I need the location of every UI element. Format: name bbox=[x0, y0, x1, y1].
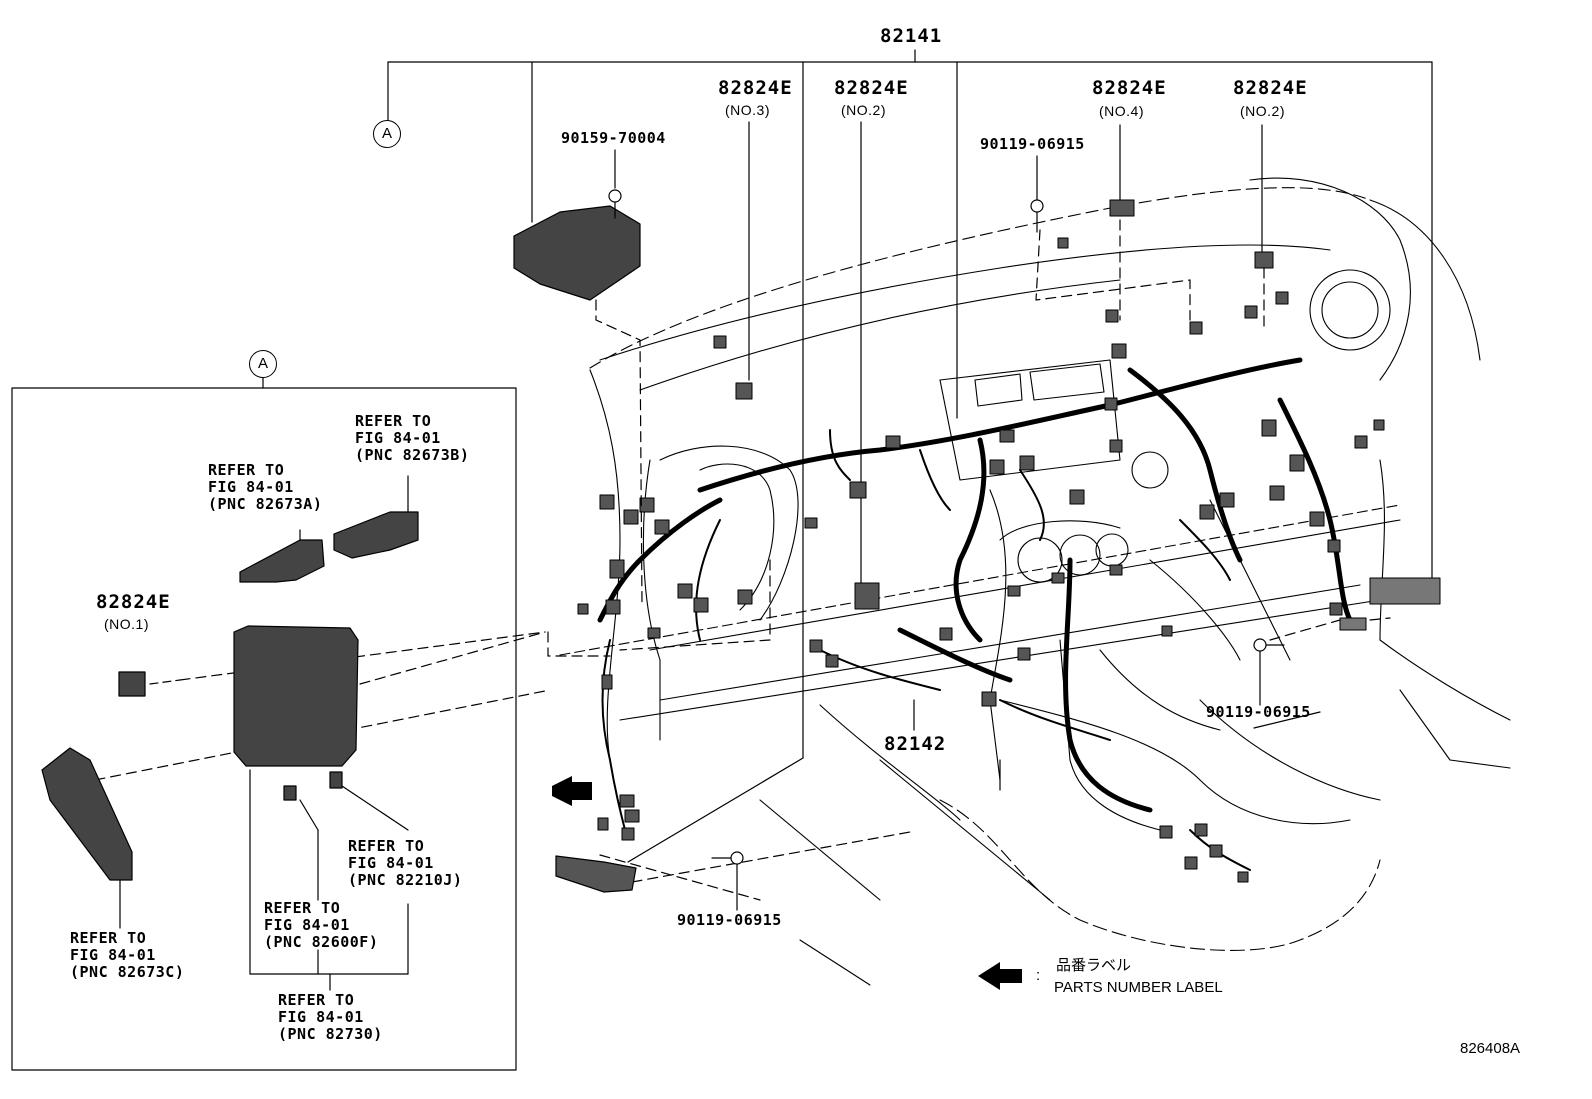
bolt-top-icon bbox=[608, 189, 622, 219]
bolt-right-label: 90119-06915 bbox=[1206, 703, 1311, 721]
bolt-center-icon bbox=[1030, 199, 1044, 233]
refer-note-82673b: REFER TO FIG 84-01 (PNC 82673B) bbox=[355, 413, 469, 464]
clip-no2a-label: 82824E bbox=[834, 77, 909, 99]
refer-line: (PNC 82600F) bbox=[264, 933, 379, 951]
legend-en: PARTS NUMBER LABEL bbox=[1054, 979, 1223, 996]
clip-no3-label: 82824E bbox=[718, 77, 793, 99]
inset-box-a bbox=[11, 375, 517, 1071]
refer-note-82673c: REFER TO FIG 84-01 (PNC 82673C) bbox=[70, 930, 184, 981]
legend-colon: : bbox=[1036, 967, 1041, 984]
clip-no1-label: 82824E bbox=[96, 591, 171, 613]
clip-no1-sub: (NO.1) bbox=[104, 616, 149, 632]
figure-code: 826408A bbox=[1460, 1040, 1521, 1057]
refer-line: (PNC 82673B) bbox=[355, 446, 470, 464]
refer-line: (PNC 82673C) bbox=[70, 963, 185, 981]
sub-harness-82142: 82142 bbox=[884, 733, 947, 755]
legend-jp: 品番ラベル bbox=[1056, 957, 1132, 974]
marker-a-inset: A bbox=[249, 350, 277, 378]
refer-note-82600f: REFER TO FIG 84-01 (PNC 82600F) bbox=[264, 900, 378, 951]
inset-parts bbox=[41, 511, 419, 881]
bolt-center-label: 90119-06915 bbox=[980, 135, 1085, 153]
leader-lines-bottom bbox=[999, 711, 1321, 791]
refer-line: FIG 84-01 bbox=[70, 946, 156, 964]
refer-line: REFER TO bbox=[264, 899, 341, 917]
bolt-bottom-icon bbox=[711, 851, 744, 865]
clip-no4-sub: (NO.4) bbox=[1099, 103, 1144, 119]
refer-line: FIG 84-01 bbox=[348, 854, 434, 872]
label-arrow-icon bbox=[552, 776, 1022, 990]
refer-line: REFER TO bbox=[355, 412, 432, 430]
refer-line: FIG 84-01 bbox=[278, 1008, 364, 1026]
bolt-right-icon bbox=[1253, 638, 1285, 652]
dashboard-outline bbox=[559, 177, 1511, 986]
connectors bbox=[577, 199, 1441, 883]
wire-harness-main bbox=[597, 357, 1353, 813]
refer-line: REFER TO bbox=[70, 929, 147, 947]
refer-line: REFER TO bbox=[348, 837, 425, 855]
clip-no3-sub: (NO.3) bbox=[725, 102, 770, 118]
clip-no2a-sub: (NO.2) bbox=[841, 102, 886, 118]
wire-harness-branches bbox=[601, 429, 1251, 871]
bolt-bottom-label: 90119-06915 bbox=[677, 911, 782, 929]
refer-line: FIG 84-01 bbox=[264, 916, 350, 934]
refer-line: (PNC 82673A) bbox=[208, 495, 323, 513]
refer-line: FIG 84-01 bbox=[208, 478, 294, 496]
marker-a-top: A bbox=[373, 120, 401, 148]
refer-note-82730: REFER TO FIG 84-01 (PNC 82730) bbox=[278, 992, 383, 1043]
refer-note-82210j: REFER TO FIG 84-01 (PNC 82210J) bbox=[348, 838, 462, 889]
clip-no2b-sub: (NO.2) bbox=[1240, 103, 1285, 119]
inset-leaders bbox=[119, 475, 546, 991]
bracket-lower-left bbox=[555, 855, 637, 893]
refer-line: (PNC 82730) bbox=[278, 1025, 383, 1043]
refer-line: REFER TO bbox=[278, 991, 355, 1009]
part-number-82141: 82141 bbox=[880, 25, 943, 47]
clip-no4-label: 82824E bbox=[1092, 77, 1167, 99]
relay-block-top bbox=[513, 205, 641, 301]
bolt-top-label: 90159-70004 bbox=[561, 129, 666, 147]
refer-line: REFER TO bbox=[208, 461, 285, 479]
part-82141-leader bbox=[387, 49, 1433, 863]
clip-leaders bbox=[614, 121, 1263, 911]
refer-line: (PNC 82210J) bbox=[348, 871, 463, 889]
clip-no2b-label: 82824E bbox=[1233, 77, 1308, 99]
refer-note-82673a: REFER TO FIG 84-01 (PNC 82673A) bbox=[208, 462, 322, 513]
refer-line: FIG 84-01 bbox=[355, 429, 441, 447]
